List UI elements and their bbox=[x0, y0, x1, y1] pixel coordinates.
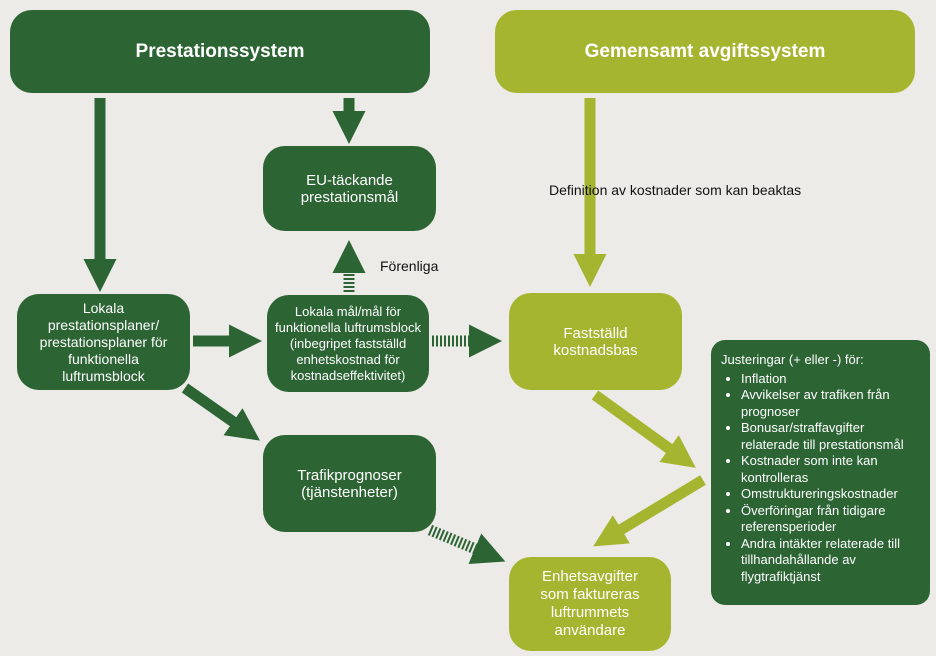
header-performance-system: Prestationssystem bbox=[10, 10, 430, 93]
list-item: Överföringar från tidigare referensperio… bbox=[741, 503, 920, 536]
list-item: Inflation bbox=[741, 371, 920, 388]
list-item: Andra intäkter relaterade till tillhanda… bbox=[741, 536, 920, 586]
arrow-adjustments-to-unit-rates bbox=[593, 475, 706, 547]
box-traffic-forecasts: Trafikprognoser (tjänstenheter) bbox=[263, 435, 436, 532]
list-item: Avvikelser av trafiken från prognoser bbox=[741, 387, 920, 420]
box-unit-rates: Enhetsavgifter som faktureras luftrummet… bbox=[509, 557, 671, 651]
box-label: EU-täckande prestationsmål bbox=[300, 171, 399, 206]
header-label: Gemensamt avgiftssystem bbox=[584, 40, 826, 62]
adjustments-title: Justeringar (+ eller -) för: bbox=[721, 352, 864, 367]
arrow-local-plans-to-traffic bbox=[181, 383, 261, 441]
box-local-plans: Lokala prestationsplaner/ prestationspla… bbox=[17, 294, 190, 390]
box-cost-base: Fastställd kostnadsbas bbox=[509, 293, 682, 390]
label-definition: Definition av kostnader som kan beaktas bbox=[549, 182, 802, 198]
arrow-cost-base-to-adjustments bbox=[591, 390, 696, 468]
adjustments-list: Inflation Avvikelser av trafiken från pr… bbox=[721, 371, 920, 586]
box-label: Lokala prestationsplaner/ prestationspla… bbox=[39, 299, 168, 384]
list-item: Bonusar/straffavgifter relaterade till p… bbox=[741, 420, 920, 453]
box-label: Trafikprognoser (tjänstenheter) bbox=[297, 466, 402, 501]
list-item: Kostnader som inte kan kontrolleras bbox=[741, 453, 920, 486]
label-consistent: Förenliga bbox=[380, 258, 439, 274]
box-eu-targets: EU-täckande prestationsmål bbox=[263, 146, 436, 231]
box-label: Fastställd kostnadsbas bbox=[553, 324, 638, 359]
header-label: Prestationssystem bbox=[135, 40, 305, 62]
box-local-targets: Lokala mål/mål för funktionella luftrums… bbox=[267, 295, 429, 392]
arrow-traffic-to-unit-rates bbox=[427, 524, 506, 564]
list-item: Omstruktureringskostnader bbox=[741, 486, 920, 503]
box-label: Enhetsavgifter som faktureras luftrummet… bbox=[540, 568, 640, 639]
header-charging-system: Gemensamt avgiftssystem bbox=[495, 10, 915, 93]
box-adjustments: Justeringar (+ eller -) för: Inflation A… bbox=[711, 340, 930, 605]
box-label: Lokala mål/mål för funktionella luftrums… bbox=[275, 303, 421, 383]
